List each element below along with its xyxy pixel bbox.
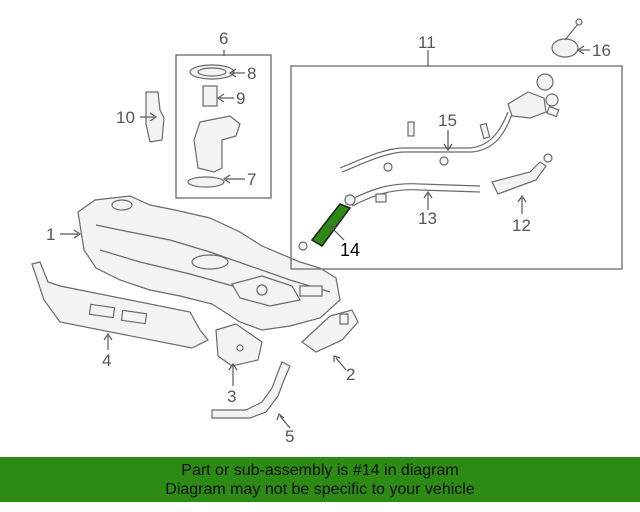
callout-3: 3: [227, 387, 236, 406]
banner-line-1: Part or sub-assembly is #14 in diagram: [181, 461, 459, 479]
callout-15: 15: [438, 111, 457, 130]
callout-10: 10: [116, 108, 135, 127]
fuel-tank: [77, 195, 341, 331]
callout-12: 12: [512, 216, 531, 235]
leader-lines: [60, 45, 590, 429]
heat-shield: [215, 323, 263, 367]
callout-8: 8: [247, 64, 256, 83]
tank-strap: [211, 361, 291, 419]
banner-line-2: Diagram may not be specific to your vehi…: [165, 480, 475, 498]
callout-2: 2: [346, 365, 355, 384]
fuel-cap: [551, 18, 583, 58]
highlighted-hose-14: [310, 203, 352, 247]
callout-13: 13: [418, 209, 437, 228]
callout-11: 11: [418, 33, 436, 52]
tank-shield: [31, 261, 209, 349]
callout-6: 6: [219, 29, 228, 48]
callout-5: 5: [285, 427, 294, 446]
part-info-banner: Part or sub-assembly is #14 in diagram D…: [0, 457, 640, 502]
callout-4: 4: [102, 351, 111, 370]
callout-1: 1: [46, 225, 55, 244]
callout-16: 16: [592, 41, 611, 60]
filler-pipe-box: [290, 65, 623, 270]
callout-9: 9: [236, 89, 245, 108]
tank-bracket: [301, 309, 359, 353]
fuel-pump-module-box: [175, 54, 272, 199]
callout-7: 7: [247, 170, 256, 189]
callout-14: 14: [340, 240, 360, 260]
parts-diagram: 1 2 3 4 5 6 7 8 9 10 11 12 13 14 15 16: [31, 18, 623, 446]
